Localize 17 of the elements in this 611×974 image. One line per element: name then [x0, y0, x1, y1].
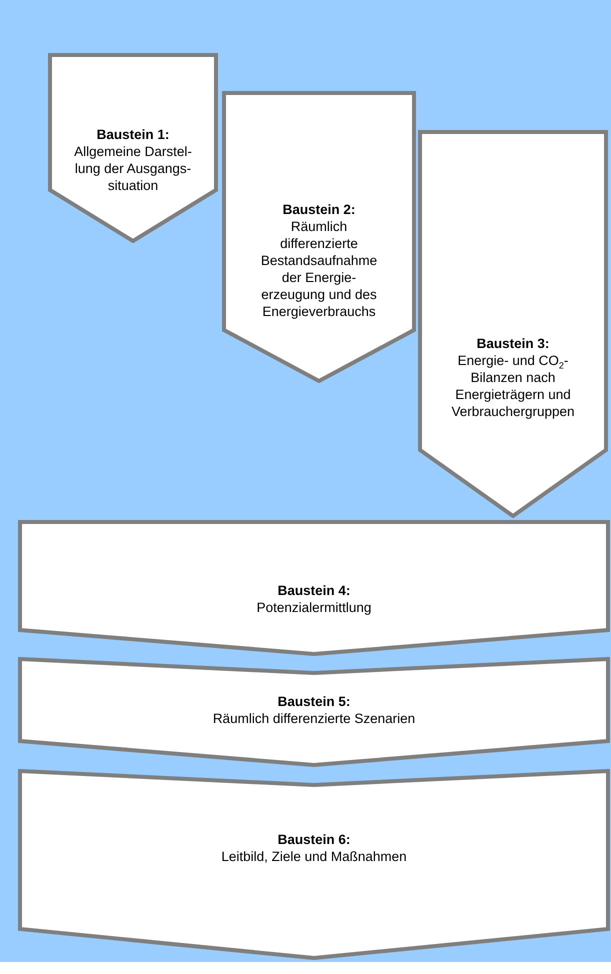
step-description: Leitbild, Ziele und Maßnahmen: [221, 848, 407, 865]
step-heading: Baustein 1:: [96, 126, 170, 143]
step-heading: Baustein 5:: [278, 693, 350, 710]
step-heading: Baustein 3:: [476, 335, 550, 352]
chevron-box: [222, 91, 416, 383]
chevron-box: [418, 130, 608, 518]
step-heading: Baustein 2:: [282, 201, 356, 218]
step-heading: Baustein 6:: [278, 831, 350, 848]
chevron-box: [18, 520, 610, 656]
step-description: Energie- und CO$_{2}$- Bilanzen nach Energieträgern und Verbrauchergruppen: [450, 352, 576, 420]
chevron-box: [18, 769, 610, 960]
step-description: Räumlich differenzierte Bestandsaufnahme der Energie- erzeugung und des Energieverbrauchs: [260, 218, 378, 320]
step-description: Potenzialermittlung: [256, 599, 372, 616]
step-description: Allgemeine Darstel- lung der Ausgangs- situation: [73, 143, 193, 194]
step-description: Räumlich differenzierte Szenarien: [212, 710, 416, 727]
chevron-box: [18, 657, 610, 767]
step-heading: Baustein 4:: [278, 582, 350, 599]
